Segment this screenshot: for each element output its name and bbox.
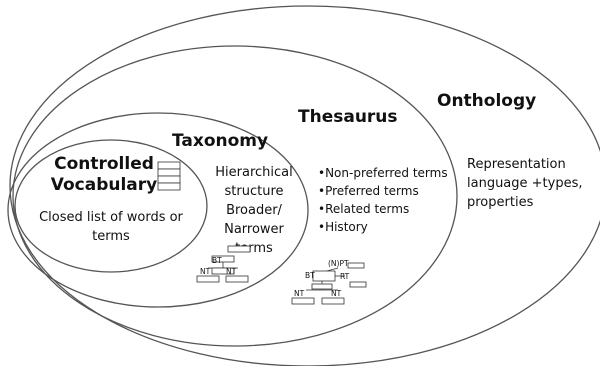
ontology-desc-line-1: Representation	[467, 157, 566, 172]
taxonomy-mid-box	[211, 267, 235, 275]
taxonomy-top-box	[227, 245, 251, 253]
taxonomy-nt-right-label: NT	[226, 267, 237, 276]
thesaurus-bullet-1: •Non-preferred terms	[318, 166, 448, 180]
taxonomy-desc-line-4: Narrower	[224, 222, 284, 237]
taxonomy-ellipse	[7, 112, 309, 308]
controlled-vocabulary-ellipse	[14, 139, 208, 273]
thesaurus-bullet-3: •Related terms	[318, 202, 409, 216]
thesaurus-nt-right-box	[321, 297, 345, 305]
taxonomy-desc-line-2: structure	[225, 184, 284, 199]
thesaurus-rt-label: RT	[340, 272, 350, 281]
controlled-vocabulary-title-line-2: Vocabulary	[51, 175, 158, 195]
thesaurus-group: Thesaurus •Non-preferred terms •Preferre…	[12, 45, 458, 347]
thesaurus-np-box	[347, 262, 365, 269]
thesaurus-nt-left-label: NT	[294, 289, 305, 298]
taxonomy-title: Taxonomy	[172, 131, 268, 151]
ontology-desc-line-3: properties	[467, 195, 534, 210]
taxonomy-nt-left-label: NT	[200, 267, 211, 276]
ontology-title: Onthology	[437, 91, 536, 111]
thesaurus-bullet-2: •Preferred terms	[318, 184, 419, 198]
thesaurus-nt-right-label: NT	[331, 289, 342, 298]
taxonomy-mini-diagram: BT NT NT	[196, 245, 251, 283]
thesaurus-mini-diagram: (N)PT BT RT NT NT	[291, 259, 367, 305]
ontology-group: Onthology Representation language +types…	[9, 5, 600, 366]
controlled-vocabulary-desc-line-1: Closed list of words or	[39, 210, 183, 225]
taxonomy-nt-left-box	[196, 275, 220, 283]
taxonomy-bt-label: BT	[212, 256, 222, 265]
taxonomy-desc-line-3: Broader/	[226, 203, 282, 218]
taxonomy-group: Taxonomy Hierarchical structure Broader/…	[7, 112, 309, 308]
ontology-desc-line-2: language +types,	[467, 176, 583, 191]
thesaurus-np-label: (N)PT	[328, 259, 349, 268]
thesaurus-bullet-4: •History	[318, 220, 368, 234]
list-icon	[157, 161, 181, 191]
controlled-vocabulary-title-line-1: Controlled	[54, 154, 154, 174]
thesaurus-title: Thesaurus	[298, 107, 398, 127]
thesaurus-nt-left-box	[291, 297, 315, 305]
controlled-vocabulary-desc-line-2: terms	[92, 229, 130, 244]
thesaurus-ellipse	[12, 45, 458, 347]
thesaurus-bt-box	[312, 270, 336, 282]
controlled-vocabulary-group: Controlled Vocabulary Closed list of wor…	[14, 139, 208, 273]
thesaurus-bt-root-box	[311, 283, 333, 290]
thesaurus-rt-box	[349, 281, 367, 288]
taxonomy-nt-right-box	[225, 275, 249, 283]
ontology-ellipse	[9, 5, 600, 366]
thesaurus-bt-label: BT	[305, 271, 315, 280]
taxonomy-desc-line-1: Hierarchical	[215, 165, 292, 180]
